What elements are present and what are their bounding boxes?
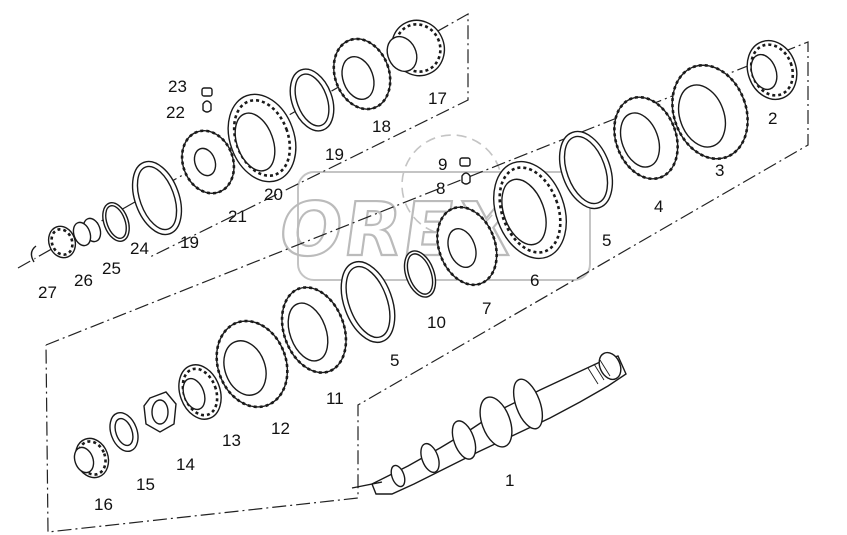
part-22-23-detent	[201, 87, 213, 113]
part-26-27-bearing-clip	[30, 225, 77, 263]
label-part-11: 11	[326, 389, 344, 408]
label-part-18: 18	[372, 117, 391, 136]
label-part-24: 24	[130, 239, 149, 258]
label-part-26: 26	[74, 271, 93, 290]
label-part-6: 6	[530, 271, 539, 290]
label-part-7: 7	[482, 299, 491, 318]
label-part-25: 25	[102, 259, 121, 278]
part-5a-ring	[558, 130, 614, 210]
right-parts-group	[403, 39, 798, 298]
part-13-bearing	[178, 364, 222, 420]
part-10-snap-ring	[403, 250, 437, 298]
label-part-27: 27	[38, 283, 57, 302]
label-part-19-lower: 19	[180, 233, 199, 252]
part-25-bushing	[72, 217, 102, 247]
part-21-hub	[180, 129, 236, 195]
label-part-4: 4	[654, 197, 663, 216]
part-19a-ring	[289, 68, 335, 132]
part-20-sleeve	[227, 93, 297, 183]
part-16-bearing	[73, 437, 110, 479]
label-part-9: 9	[438, 155, 447, 174]
label-part-15: 15	[136, 475, 155, 494]
label-part-22: 22	[166, 103, 185, 122]
label-part-3: 3	[715, 161, 724, 180]
part-15-washer	[109, 411, 139, 453]
label-part-23: 23	[168, 77, 187, 96]
part-1-shaft	[351, 351, 627, 495]
part-5b-ring	[340, 260, 396, 344]
part-12-gear	[215, 319, 289, 409]
part-11-gear	[280, 286, 348, 374]
label-part-12: 12	[271, 419, 290, 438]
label-part-20: 20	[264, 185, 283, 204]
upper-parts-group	[30, 19, 446, 263]
label-part-21: 21	[228, 207, 247, 226]
label-part-5-upper: 5	[602, 231, 611, 250]
label-part-16: 16	[94, 495, 113, 514]
lower-parts-group	[73, 260, 396, 479]
part-6-sleeve	[493, 160, 567, 260]
label-part-2: 2	[768, 109, 777, 128]
label-part-5-lower: 5	[390, 351, 399, 370]
part-3-gear	[671, 63, 749, 161]
part-2-bearing	[746, 39, 798, 101]
part-18-gear	[332, 37, 392, 111]
label-part-10: 10	[427, 313, 446, 332]
label-part-8: 8	[436, 179, 445, 198]
label-part-1: 1	[505, 471, 514, 490]
part-24-snap-ring	[102, 202, 130, 242]
part-19b-ring	[131, 160, 183, 236]
label-part-13: 13	[222, 431, 241, 450]
part-14-nut	[143, 391, 177, 433]
part-17-bearing	[386, 19, 446, 77]
part-labels: 1 2 3 4 5 5 6 7 8 9 10 11 12 13 14 15 16…	[38, 77, 777, 514]
label-part-19-upper: 19	[325, 145, 344, 164]
label-part-14: 14	[176, 455, 195, 474]
label-part-17: 17	[428, 89, 447, 108]
part-7-hub	[436, 205, 498, 287]
part-4-gear	[613, 95, 679, 181]
part-8-9-detent	[459, 157, 471, 185]
